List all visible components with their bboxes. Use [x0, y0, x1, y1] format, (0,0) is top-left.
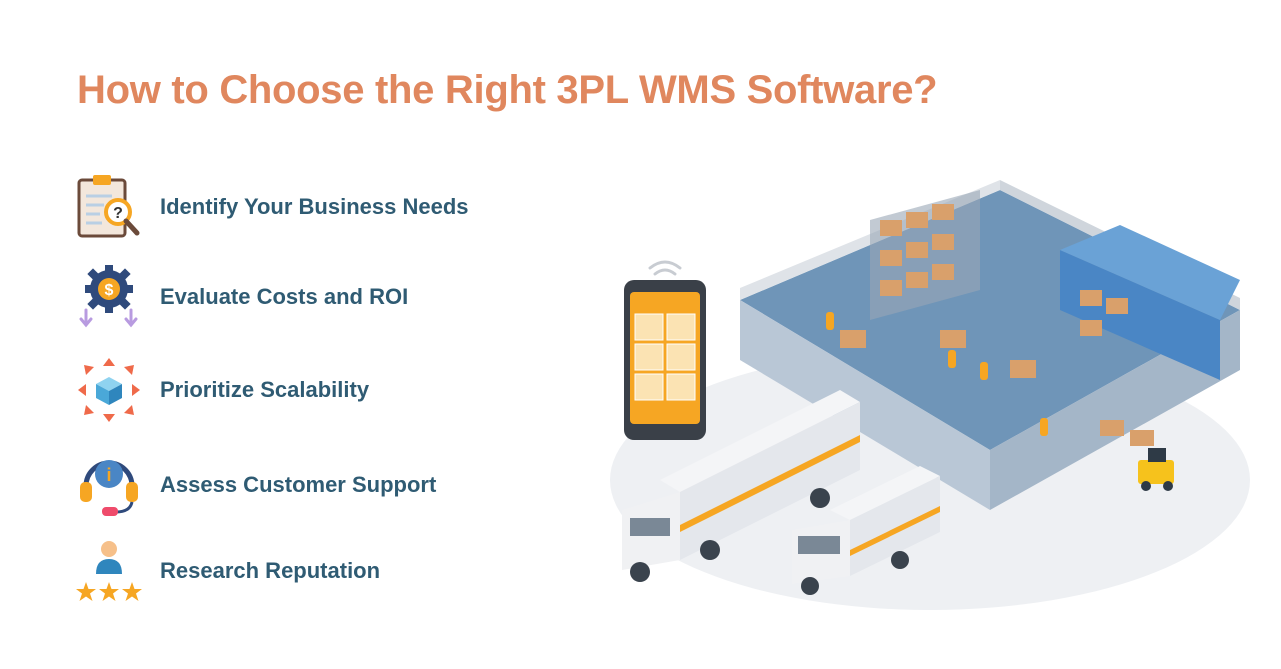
- list-item-scalability: Prioritize Scalability: [74, 355, 514, 425]
- item-label: Prioritize Scalability: [160, 377, 370, 402]
- wifi-icon: [648, 260, 682, 276]
- truck-small: [792, 466, 940, 595]
- item-label: Assess Customer Support: [160, 472, 437, 497]
- svg-text:?: ?: [113, 205, 123, 222]
- list-item-customer-support: i Assess Customer Support: [74, 450, 514, 520]
- item-label: Research Reputation: [160, 558, 381, 583]
- warehouse-workers: [826, 312, 1048, 436]
- list-item-costs-roi: $ Evaluate Costs and ROI: [74, 262, 514, 332]
- svg-text:$: $: [105, 282, 114, 299]
- person-stars-icon: [76, 541, 142, 601]
- list-item-business-needs: ? Identify Your Business Needs: [74, 172, 514, 242]
- page-title: How to Choose the Right 3PL WMS Software…: [77, 68, 938, 112]
- headset-icon: i: [80, 460, 138, 516]
- expanding-cube-icon: [78, 358, 140, 422]
- front-wall-left: [740, 300, 990, 510]
- clipboard-question-icon: ?: [77, 175, 140, 238]
- item-label: Identify Your Business Needs: [160, 194, 469, 219]
- list-item-reputation: Research Reputation: [74, 536, 514, 606]
- smartphone-illustration: [624, 260, 706, 440]
- shipping-container: [1060, 250, 1220, 380]
- truck-large: [622, 390, 860, 582]
- svg-text:i: i: [106, 465, 111, 485]
- item-label: Evaluate Costs and ROI: [160, 284, 409, 309]
- forklift: [1138, 448, 1174, 491]
- warehouse-illustration: [610, 180, 1250, 610]
- dollar-gear-icon: $: [79, 265, 138, 328]
- warehouse-shelves: [840, 190, 1154, 446]
